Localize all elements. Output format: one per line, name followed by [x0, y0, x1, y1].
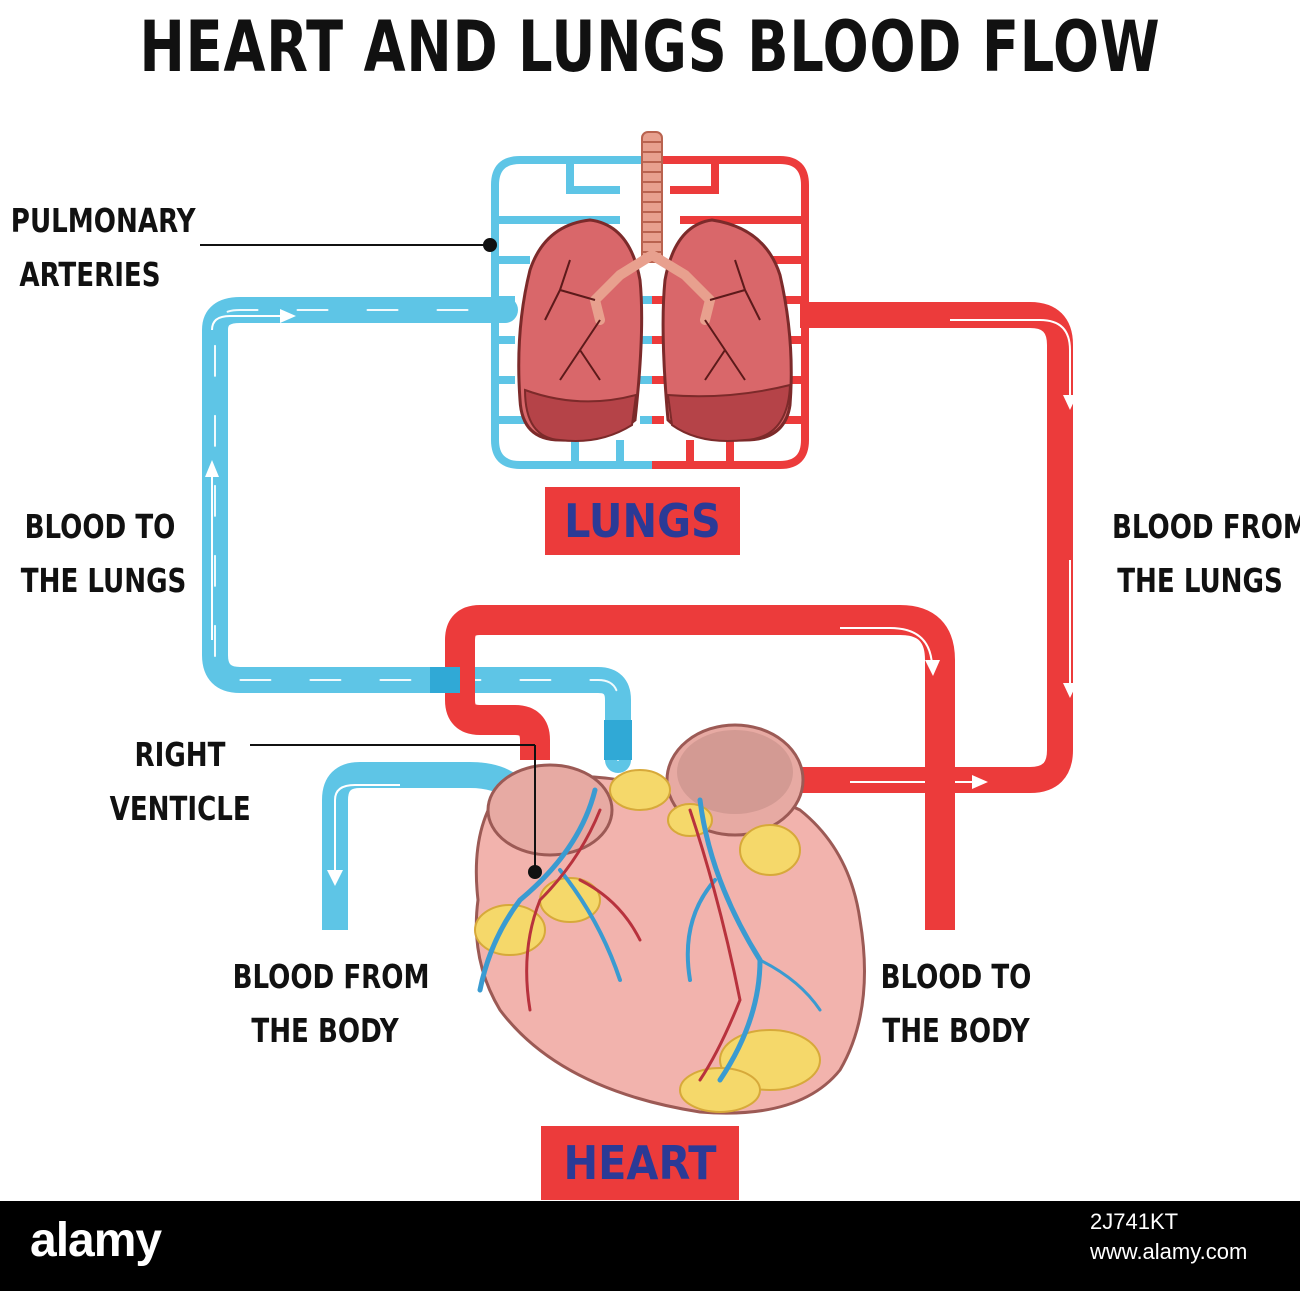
image-id-text: 2J741KT: [1090, 1209, 1179, 1234]
aorta-vessel: [445, 605, 955, 930]
label-blood-from-lungs: BLOOD FROM THE LUNGS: [1112, 500, 1300, 608]
label-line: BLOOD TO: [24, 507, 176, 546]
image-id: 2J741KT www.alamy.com: [1090, 1207, 1247, 1267]
label-blood-to-lungs: BLOOD TO THE LUNGS: [20, 500, 187, 608]
label-right-venticle: RIGHT VENTICLE: [110, 728, 251, 836]
label-line: THE BODY: [882, 1011, 1030, 1050]
brand-logo: alamy: [30, 1214, 162, 1267]
label-line: RIGHT: [134, 735, 226, 774]
label-line: ARTERIES: [19, 255, 161, 294]
footer-bar: [0, 1201, 1300, 1291]
label-line: PULMONARY: [10, 201, 196, 240]
label-line: THE LUNGS: [20, 561, 187, 600]
leader-lines: [200, 238, 542, 879]
label-pulmonary-arteries: PULMONARY ARTERIES: [10, 194, 196, 302]
label-blood-from-body: BLOOD FROM THE BODY: [232, 950, 430, 1058]
label-blood-to-body: BLOOD TO THE BODY: [877, 950, 1035, 1058]
label-line: BLOOD TO: [880, 957, 1032, 996]
blood-flow-diagram: [200, 131, 1073, 1115]
label-line: THE BODY: [251, 1011, 399, 1050]
page-title: HEART AND LUNGS BLOOD FLOW: [139, 6, 1161, 88]
vessel-crossing: [430, 667, 460, 693]
vessel-crossing: [604, 720, 632, 760]
blood-to-lungs-vessel: [202, 297, 631, 773]
heart-tag: HEART: [541, 1126, 739, 1200]
label-line: BLOOD FROM: [1112, 507, 1300, 546]
heart-illustration: [474, 723, 866, 1115]
label-line: THE LUNGS: [1117, 561, 1283, 600]
lungs-illustration: [517, 131, 793, 442]
flow-arrows-blue: [205, 309, 296, 640]
lung-capillaries: [491, 156, 809, 469]
site-url: www.alamy.com: [1090, 1239, 1248, 1264]
label-line: BLOOD FROM: [232, 957, 430, 996]
label-line: VENTICLE: [109, 789, 251, 828]
lungs-tag: LUNGS: [545, 487, 740, 555]
